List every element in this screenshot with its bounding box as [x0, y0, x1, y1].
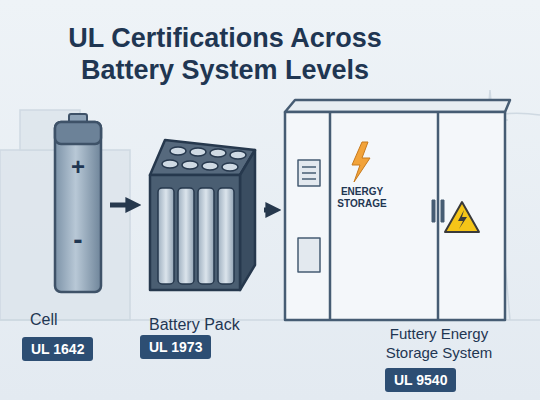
cell-illustration — [55, 114, 101, 292]
certification-badge: UL 1973 — [140, 335, 211, 359]
terminal-sign: - — [55, 226, 101, 254]
standard-code: UL 9540 — [394, 372, 447, 388]
standard-code: UL 1973 — [149, 339, 202, 355]
standard-code: UL 1642 — [31, 341, 84, 357]
component-node: ENERGY STORAGEFuttery Energy Storage Sys… — [285, 100, 507, 320]
component-node: Battery Pack — [145, 140, 255, 292]
level-label: Cell — [30, 310, 58, 330]
level-label: Battery Pack — [149, 315, 240, 335]
level-label: Futtery Energy Storage System — [363, 324, 515, 362]
title: UL Certifications Across Battery System … — [25, 22, 425, 86]
terminal-sign: + — [55, 154, 101, 180]
battery-pack-illustration — [150, 140, 255, 290]
background-scenery — [0, 90, 540, 320]
energy-storage-cabinet — [285, 100, 510, 320]
certification-badge: UL 9540 — [385, 368, 456, 392]
cabinet-label: ENERGY STORAGE — [332, 186, 392, 210]
flow-arrow — [264, 208, 275, 213]
component-node: +-Cell — [55, 114, 101, 292]
flow-arrow — [110, 203, 135, 208]
certification-badge: UL 1642 — [22, 337, 93, 361]
